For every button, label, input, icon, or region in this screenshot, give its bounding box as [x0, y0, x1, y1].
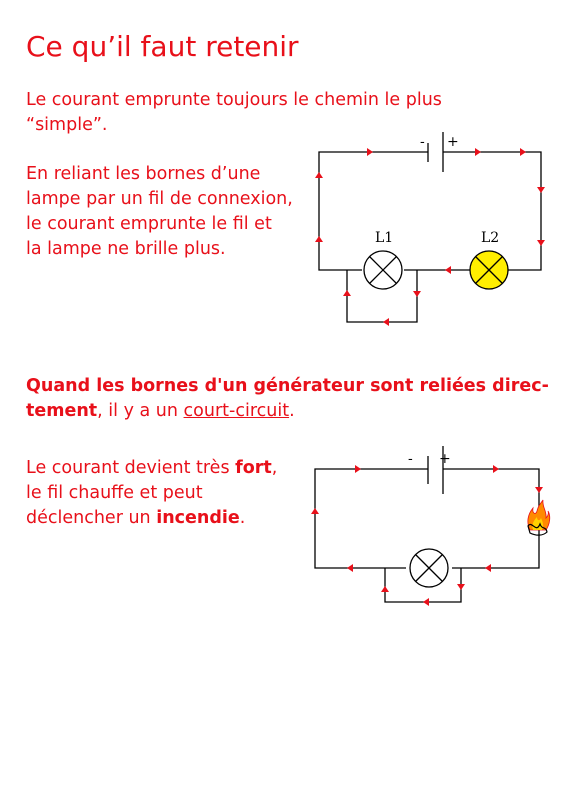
lamp-l2	[469, 250, 509, 290]
fort-word: fort	[235, 458, 272, 478]
short-circuit-definition: Quand les bornes d'un générateur sont re…	[26, 374, 549, 424]
lamp-l1	[363, 250, 403, 290]
section3-line-1: Le courant devient très fort,	[26, 456, 277, 481]
arrow	[315, 172, 323, 178]
section3-text: Le courant devient très fort, le fil cha…	[26, 456, 277, 531]
arrow	[413, 291, 421, 297]
arrow	[537, 240, 545, 246]
arrow	[343, 290, 351, 296]
section3-line-2: le fil chauffe et peut	[26, 483, 203, 503]
circuit2-plus-label: +	[439, 451, 451, 467]
section3-text-b: déclencher un	[26, 508, 157, 528]
section1-text: En reliant les bornes d’une lampe par un…	[26, 162, 293, 262]
arrow	[493, 465, 499, 473]
section1-line-2: lampe par un fil de connexion,	[26, 189, 293, 209]
section3-line-3: déclencher un incendie.	[26, 506, 277, 531]
section3-text-a: Le courant devient très	[26, 458, 236, 478]
lamp	[409, 548, 449, 588]
fire-icon	[527, 499, 551, 536]
arrow	[311, 508, 319, 514]
arrow	[485, 564, 491, 572]
intro-line-1: Le courant emprunte toujours le chemin l…	[26, 90, 442, 110]
lamp-l1-label: L1	[375, 230, 393, 246]
circuit1-plus-label: +	[447, 134, 459, 150]
intro-text: Le courant emprunte toujours le chemin l…	[26, 88, 442, 138]
circuit2-minus-label: -	[408, 451, 413, 467]
circuit2-current-arrows	[311, 465, 543, 606]
section2-period: .	[289, 401, 295, 421]
section1-line-3: le courant emprunte le fil et	[26, 214, 272, 234]
page-title: Ce qu’il faut retenir	[26, 30, 299, 63]
intro-line-2: “simple”.	[26, 115, 108, 135]
arrow	[537, 187, 545, 193]
circuit2-wires	[314, 446, 540, 603]
circuit1-wires	[318, 132, 542, 323]
arrow	[315, 236, 323, 242]
arrow	[445, 266, 451, 274]
section1-line-4: la lampe ne brille plus.	[26, 239, 226, 259]
arrow	[347, 564, 353, 572]
arrow	[423, 598, 429, 606]
circuit1-current-arrows	[315, 148, 545, 326]
section2-line-1: Quand les bornes d'un générateur sont re…	[26, 376, 549, 396]
arrow	[355, 465, 361, 473]
section2-line-2: tement, il y a un court-circuit.	[26, 399, 549, 424]
arrow	[475, 148, 481, 156]
arrow	[381, 586, 389, 592]
section3-period: .	[239, 508, 246, 528]
arrow	[457, 584, 465, 590]
arrow	[367, 148, 373, 156]
section1-line-1: En reliant les bornes d’une	[26, 164, 261, 184]
arrow	[383, 318, 389, 326]
section2-text: , il y a un	[97, 401, 184, 421]
arrow	[520, 148, 526, 156]
section3-comma: ,	[271, 458, 278, 478]
section2-bold-word: tement	[26, 401, 98, 421]
arrow	[535, 487, 543, 493]
incendie-word: incendie	[156, 508, 240, 528]
court-circuit-term: court-circuit	[183, 401, 290, 421]
lamp-l2-label: L2	[481, 230, 499, 246]
